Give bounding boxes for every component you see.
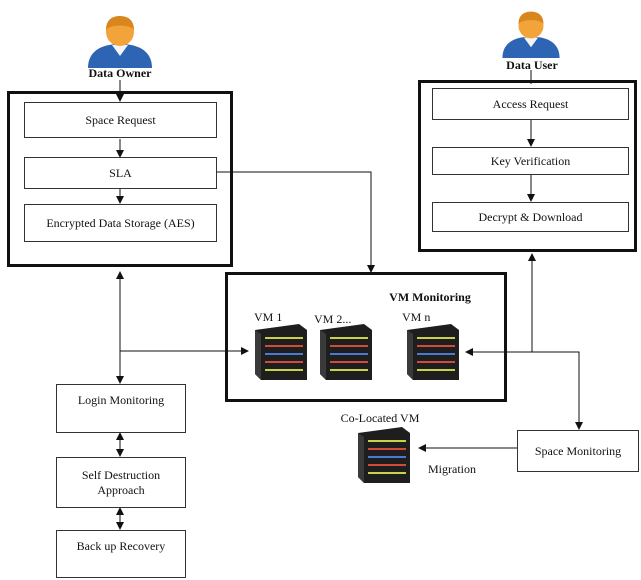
vm-1-server-icon bbox=[255, 324, 307, 380]
vm-monitoring-title: VM Monitoring bbox=[389, 290, 471, 304]
key-verification-step: Key Verification bbox=[432, 147, 629, 175]
co-located-vm-server-icon bbox=[358, 427, 410, 483]
decrypt-download-step: Decrypt & Download bbox=[432, 202, 629, 232]
sla-step: SLA bbox=[24, 157, 217, 189]
login-monitoring-box: Login Monitoring bbox=[56, 384, 186, 433]
vm-1-label: VM 1 bbox=[254, 310, 283, 324]
space-request-step: Space Request bbox=[24, 102, 217, 138]
migration-label: Migration bbox=[428, 462, 476, 476]
backup-recovery-box: Back up Recovery bbox=[56, 530, 186, 578]
arrow-sla-to-vm-monitoring bbox=[215, 171, 375, 273]
self-destruction-approach-box: Self Destruction Approach bbox=[56, 457, 186, 508]
data-owner-panel bbox=[7, 91, 233, 267]
vm-2-server-icon bbox=[320, 324, 372, 380]
vm-monitoring-panel bbox=[225, 272, 507, 402]
data-owner-title: Data Owner bbox=[88, 66, 152, 80]
vm-n-label: VM n bbox=[402, 310, 431, 324]
co-located-vm-label: Co-Located VM bbox=[340, 411, 420, 425]
vm-n-server-icon bbox=[407, 324, 459, 380]
data-user-title: Data User bbox=[506, 58, 558, 72]
data-user-panel bbox=[418, 80, 637, 252]
space-monitoring-box: Space Monitoring bbox=[517, 430, 639, 472]
data-user-person-icon bbox=[502, 11, 560, 58]
vm-2-label: VM 2... bbox=[314, 312, 352, 326]
arrow-to-space-monitoring bbox=[532, 351, 583, 430]
access-request-step: Access Request bbox=[432, 88, 629, 120]
encrypted-storage-step: Encrypted Data Storage (AES) bbox=[24, 204, 217, 242]
data-owner-person-icon bbox=[88, 16, 152, 68]
